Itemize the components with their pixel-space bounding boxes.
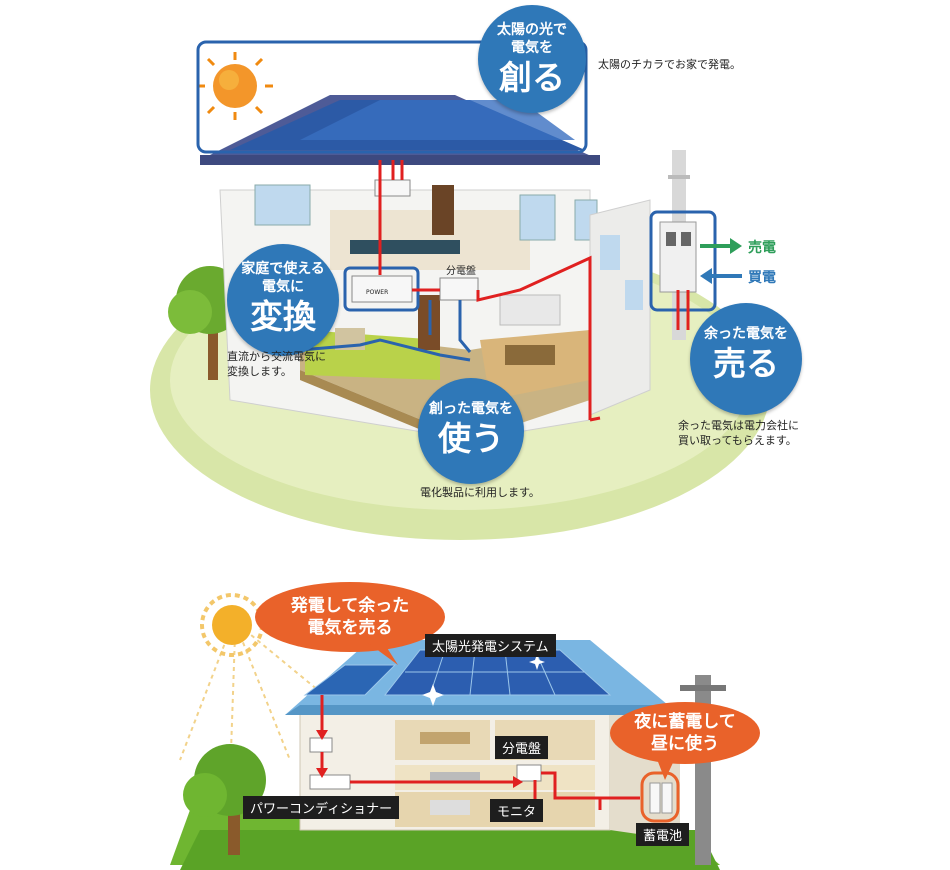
sell-bubble: 余った電気を 売る xyxy=(690,303,802,415)
distribution-board xyxy=(439,277,479,301)
sell-note-line2: 買い取ってもらえます。 xyxy=(678,434,797,447)
roof xyxy=(200,95,600,165)
monitor-unit xyxy=(516,764,542,782)
monitor-tag: モニタ xyxy=(490,799,544,822)
solar-system-tag: 太陽光発電システム xyxy=(425,634,556,657)
create-bubble: 太陽の光で 電気を 創る xyxy=(478,5,586,113)
power-wires xyxy=(299,160,690,422)
sun-icon xyxy=(200,593,264,657)
sell-arrow-icon xyxy=(700,238,742,254)
create-note: 太陽のチカラでお家で発電。 xyxy=(598,58,741,71)
roof xyxy=(285,640,680,715)
tree xyxy=(183,744,266,855)
callout-sell-tail xyxy=(360,637,398,665)
inverter-label: POWER xyxy=(366,289,389,296)
bottom-house-illustration xyxy=(170,593,726,870)
sell-big: 売る xyxy=(713,344,779,383)
use-big: 使う xyxy=(438,419,504,458)
buy-flow-label: 買電 xyxy=(748,270,776,286)
callout-store: 夜に蓄電して 昼に使う xyxy=(610,702,760,780)
distribution-board-label: 分電盤 xyxy=(446,266,476,277)
sell-flow-label: 売電 xyxy=(748,240,776,256)
sun-icon xyxy=(197,52,273,120)
use-note: 電化製品に利用します。 xyxy=(420,486,540,499)
convert-bubble: 家庭で使える 電気に 変換 xyxy=(227,244,339,356)
use-line1: 創った電気を xyxy=(429,401,513,417)
convert-note: 直流から交流電気に 変換します。 xyxy=(227,349,326,379)
convert-line1: 家庭で使える xyxy=(241,261,325,277)
callout-sell: 発電して余った 電気を売る xyxy=(255,582,445,665)
create-big: 創る xyxy=(499,58,565,97)
solar-panel-left xyxy=(303,664,397,696)
callout-store-line2: 昼に使う xyxy=(651,734,719,754)
convert-note-line2: 変換します。 xyxy=(227,365,292,378)
roof-highlight xyxy=(196,40,588,154)
bottom-illustration: 発電して余った 電気を売る 夜に蓄電して 昼に使う 太陽光発電システム 分電盤 … xyxy=(0,580,950,870)
sell-note: 余った電気は電力会社に 買い取ってもらえます。 xyxy=(678,418,799,448)
use-bubble: 創った電気を 使う xyxy=(418,378,524,484)
sell-line1: 余った電気を xyxy=(704,326,788,342)
convert-big: 変換 xyxy=(250,297,316,336)
meter-highlight xyxy=(649,210,717,312)
top-illustration: 太陽の光で 電気を 創る 太陽のチカラでお家で発電。 家庭で使える 電気に 変換… xyxy=(150,5,802,540)
sell-note-line1: 余った電気は電力会社に xyxy=(678,419,799,432)
power-conditioner-tag: パワーコンディショナー xyxy=(243,796,400,819)
annex xyxy=(589,199,651,416)
create-line2: 電気を xyxy=(511,40,553,56)
callout-store-tail xyxy=(655,754,677,780)
distribution-board-tag: 分電盤 xyxy=(495,736,549,759)
convert-line2: 電気に xyxy=(262,279,304,295)
equipment-panel xyxy=(309,737,333,753)
battery-unit xyxy=(640,771,680,823)
battery-tag: 蓄電池 xyxy=(636,823,690,846)
buy-arrow-icon xyxy=(700,268,742,284)
convert-note-line1: 直流から交流電気に xyxy=(227,350,326,363)
callout-store-line1: 夜に蓄電して xyxy=(634,712,736,732)
inverter-unit xyxy=(351,275,413,303)
create-line1: 太陽の光で xyxy=(497,22,567,38)
callout-sell-line2: 電気を売る xyxy=(307,618,393,638)
power-conditioner-unit xyxy=(309,774,351,790)
sparkle-icons xyxy=(422,654,545,706)
callout-sell-line1: 発電して余った xyxy=(290,596,410,616)
